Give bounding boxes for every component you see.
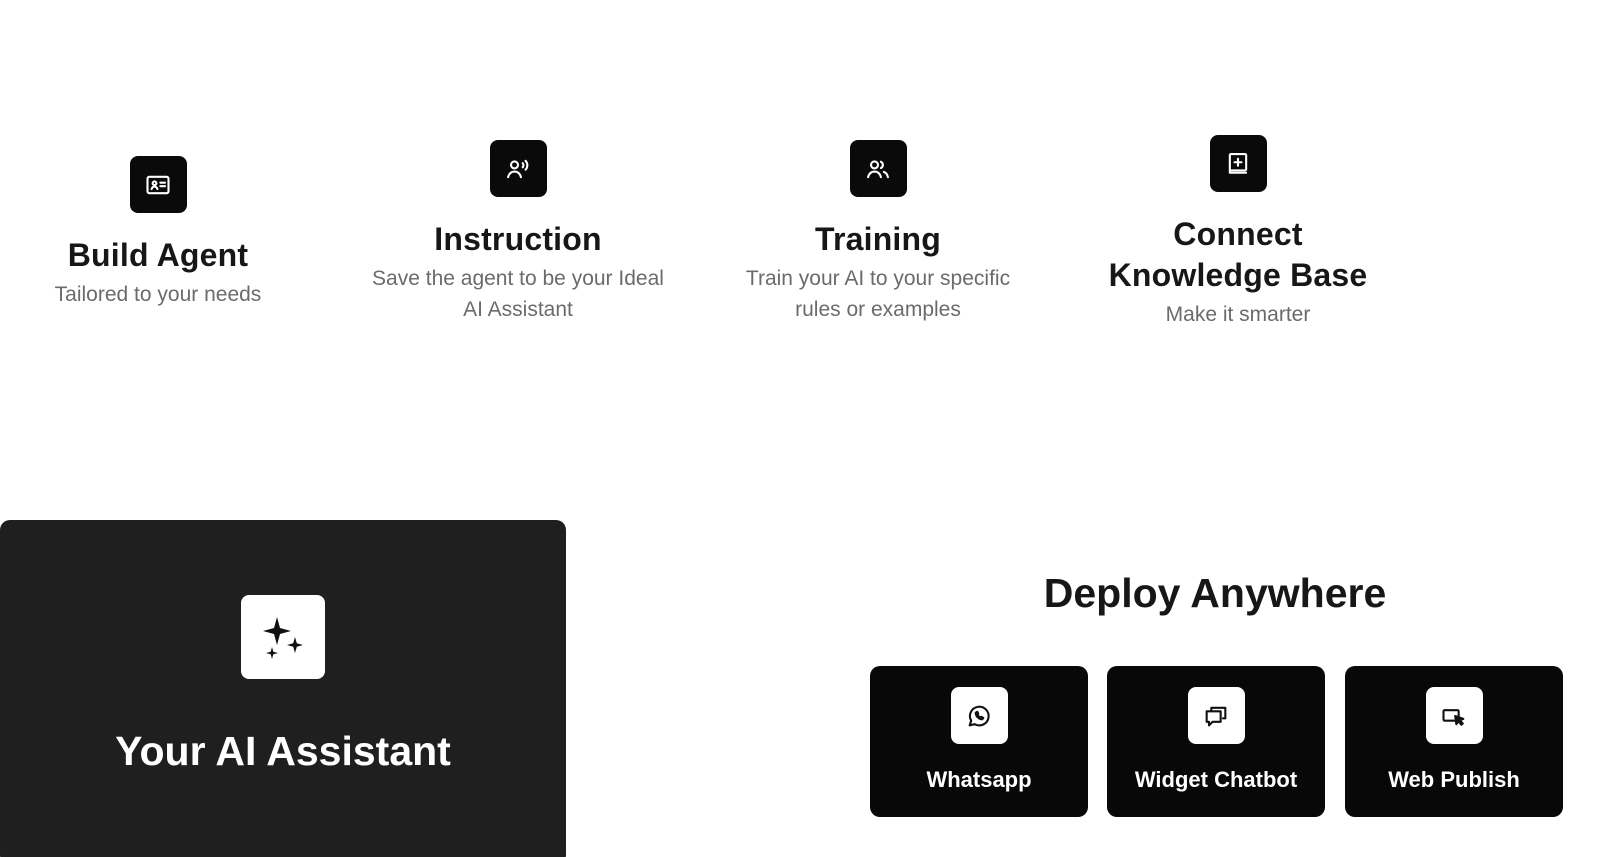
chat-bubbles-icon	[1187, 687, 1245, 744]
voice-user-icon	[489, 140, 547, 197]
users-icon	[849, 140, 907, 197]
deploy-widget-chatbot-card[interactable]: Widget Chatbot	[1107, 666, 1325, 817]
assistant-card: Your AI Assistant	[0, 520, 566, 857]
step-title: Connect Knowledge Base	[1108, 216, 1368, 293]
sparkles-icon	[241, 595, 325, 679]
step-build-agent: Build Agent Tailored to your needs	[8, 156, 308, 310]
step-description: Make it smarter	[1165, 303, 1311, 326]
step-training: Training Train your AI to your specific …	[728, 140, 1028, 325]
step-description: Train your AI to your specific rules or …	[745, 267, 1011, 321]
step-title: Training	[814, 221, 942, 257]
book-plus-icon	[1209, 135, 1267, 192]
browser-cursor-icon	[1425, 687, 1483, 744]
deploy-whatsapp-card[interactable]: Whatsapp	[870, 666, 1088, 817]
assistant-title: Your AI Assistant	[115, 728, 451, 774]
step-description: Tailored to your needs	[54, 283, 262, 306]
whatsapp-icon	[950, 687, 1008, 744]
deploy-web-publish-card[interactable]: Web Publish	[1345, 666, 1563, 817]
deploy-title: Deploy Anywhere	[1043, 570, 1387, 616]
deploy-label: Widget Chatbot	[1134, 767, 1298, 792]
deploy-label: Whatsapp	[926, 767, 1032, 792]
step-title: Build Agent	[67, 237, 249, 273]
deploy-label: Web Publish	[1388, 767, 1520, 792]
id-card-icon	[129, 156, 187, 213]
step-description: Save the agent to be your Ideal AI Assis…	[372, 267, 664, 321]
step-connect-knowledge-base: Connect Knowledge Base Make it smarter	[1088, 135, 1388, 330]
step-instruction: Instruction Save the agent to be your Id…	[368, 140, 668, 325]
step-title: Instruction	[434, 221, 602, 257]
